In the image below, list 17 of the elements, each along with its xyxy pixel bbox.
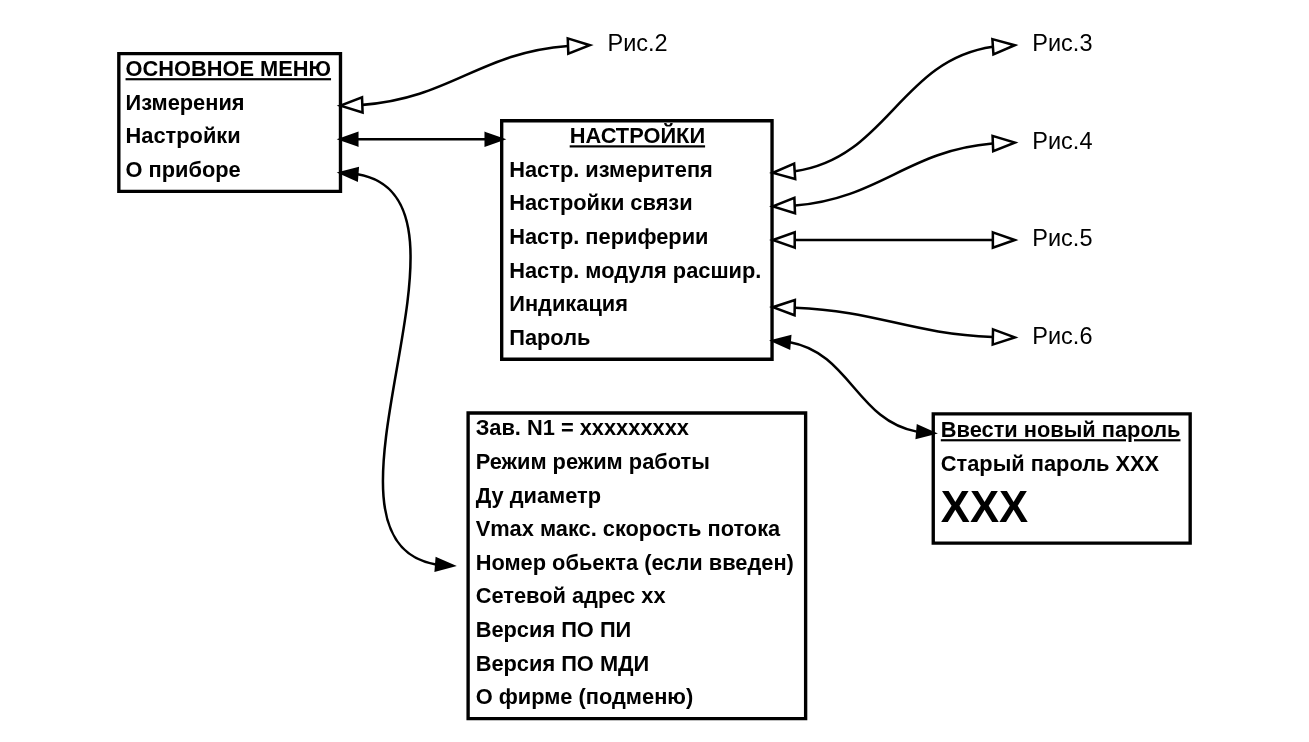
arrow — [769, 230, 1019, 250]
arrow — [336, 131, 507, 147]
node-box: Зав. N1 = xxxxxxxxx Режим режим работы Ду диаметр Vmax макс. скорость потока Номер обьекта (если введен) Сетевой адрес xx Версия ПО ПИ Версия ПО МДИ О фирме (подменю) — [466, 411, 808, 721]
arrow — [769, 298, 1019, 347]
arrow — [769, 134, 1019, 215]
node-text: Рис.2 — [607, 30, 668, 57]
arrow — [336, 166, 457, 572]
node-text: Рис.6 — [1032, 322, 1093, 349]
node-text: Рис.4 — [1032, 127, 1093, 154]
node-text: Рис.3 — [1032, 30, 1093, 57]
arrow — [336, 36, 594, 115]
node-text: Рис.5 — [1032, 225, 1093, 252]
arrow — [769, 37, 1019, 181]
arrow — [769, 334, 938, 440]
node-box: НАСТРОЙКИ Настр. измеритепя Настройки связи Настр. периферии Настр. модуля расшир. Индикация Пароль — [500, 119, 774, 361]
node-box: Ввести новый пароль Старый пароль XXX XXX — [931, 412, 1192, 545]
node-box: ОСНОВНОЕ МЕНЮ Измерения Настройки О приборе — [117, 51, 343, 193]
